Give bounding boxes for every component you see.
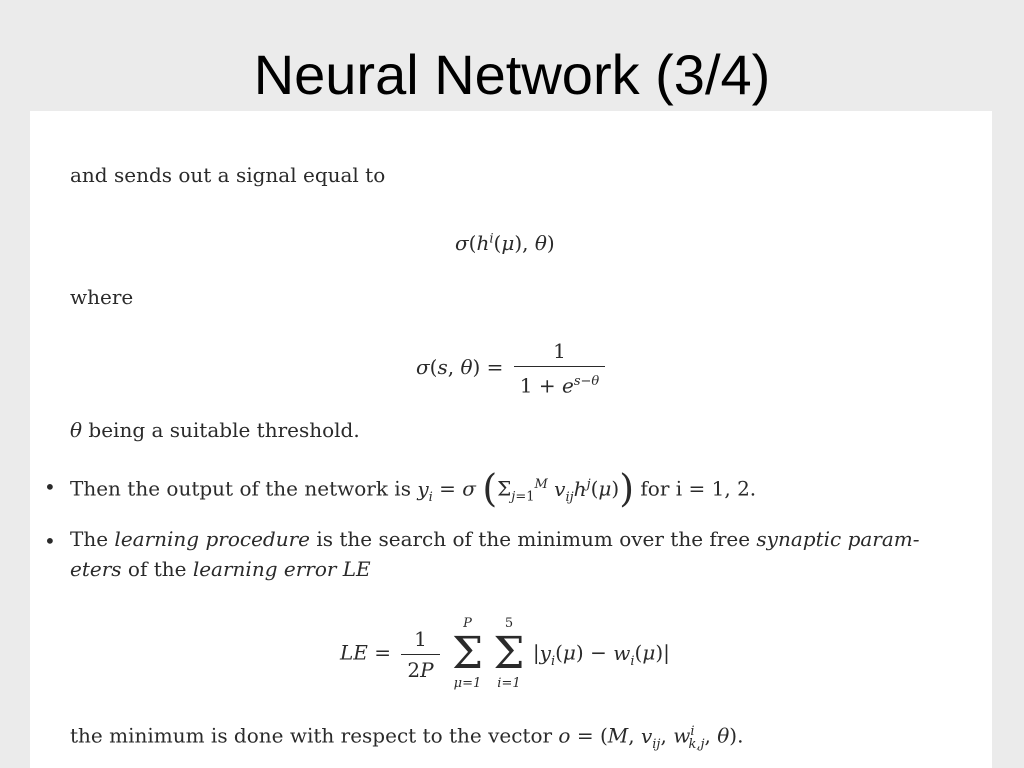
- sigmoid-equation: σ(s, θ) = 1 1 + es−θ: [416, 339, 609, 398]
- sum-i: 5 Σ i=1: [493, 616, 525, 691]
- learning-line-2: eters of the learning error LE: [70, 557, 371, 581]
- sigmoid-fraction: 1 1 + es−θ: [513, 339, 606, 398]
- output-line: Then the output of the network is yi = σ…: [70, 466, 757, 511]
- bullet-learning: •: [44, 529, 56, 553]
- learning-line-1: The learning procedure is the search of …: [70, 527, 920, 551]
- bullet-output: •: [44, 475, 56, 499]
- theta-note: θ being a suitable threshold.: [70, 418, 360, 442]
- slide-title: Neural Network (3/4): [253, 43, 771, 106]
- learning-error-equation: LE = 1 2P P Σ μ=1 5 Σ i=1 |yi(μ) − wi(μ)…: [340, 616, 670, 691]
- sum-mu: P Σ μ=1: [451, 616, 484, 691]
- content-panel: and sends out a signal equal to σ(hi(μ),…: [30, 111, 992, 768]
- signal-equation: σ(hi(μ), θ): [455, 231, 555, 255]
- minimum-line: the minimum is done with respect to the …: [70, 723, 744, 752]
- where-text: where: [70, 285, 134, 309]
- intro-text: and sends out a signal equal to: [70, 163, 386, 187]
- le-fraction: 1 2P: [401, 627, 440, 682]
